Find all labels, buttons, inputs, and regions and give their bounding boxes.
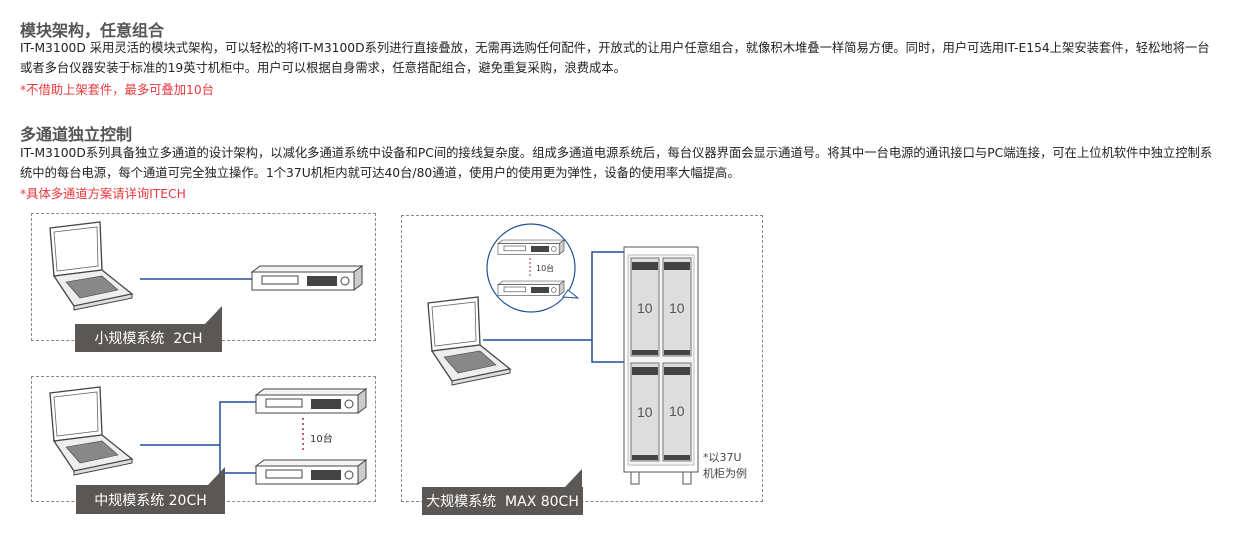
zoom-bubble: [486, 223, 576, 313]
section-title-multichannel: 多通道独立控制: [20, 125, 133, 144]
laptop-icon: [49, 386, 133, 476]
small-system-label: 小规模系统 2CH: [75, 324, 222, 352]
section-note-multichannel: *具体多通道方案请详询ITECH: [20, 187, 186, 201]
laptop-icon: [49, 221, 133, 311]
power-supply-icon: [251, 265, 363, 291]
rack-count-3: 10: [637, 404, 653, 420]
laptop-icon: [427, 296, 511, 386]
power-supply-icon: [255, 459, 367, 485]
rack-count-4: 10: [669, 403, 685, 419]
rack-count-1: 10: [637, 300, 653, 316]
rack-count-2: 10: [669, 300, 685, 316]
bubble-device-count: 10台: [536, 264, 555, 273]
large-system-label: 大规模系统 MAX 80CH: [422, 487, 583, 515]
section-note-modular: *不借助上架套件，最多可叠加10台: [20, 83, 214, 97]
power-supply-icon: [255, 388, 367, 414]
rack-note-line2: 机柜为例: [703, 467, 747, 480]
section-body-multichannel: IT-M3100D系列具备独立多通道的设计架构，以减化多通道系统中设备和PC间的…: [20, 146, 1213, 180]
medium-system-label: 中规模系统 20CH: [76, 485, 225, 514]
section-body-modular: IT-M3100D 采用灵活的模块式架构，可以轻松的将IT-M3100D系列进行…: [20, 41, 1210, 75]
connection-line: [140, 401, 256, 474]
section-title-modular: 模块架构，任意组合: [20, 21, 165, 40]
medium-device-count: 10台: [310, 434, 333, 445]
rack-note-line1: *以37U: [703, 451, 742, 464]
